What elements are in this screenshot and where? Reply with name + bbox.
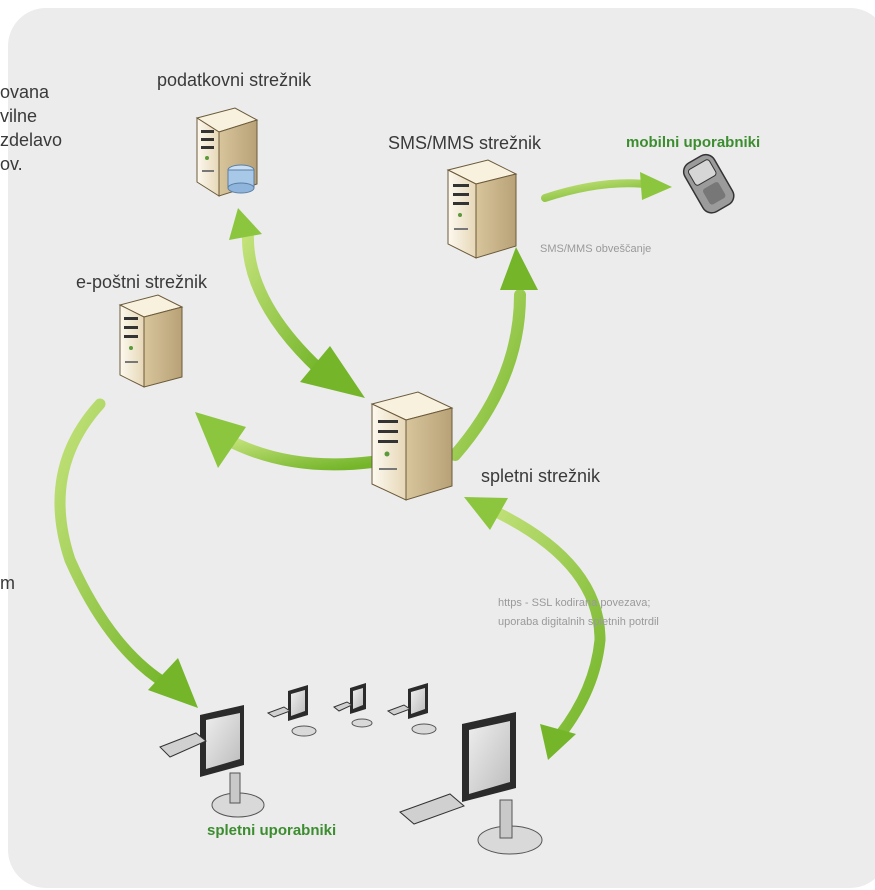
workstation-small-1-icon: [266, 685, 317, 737]
clipped-text-line3: zdelavo: [0, 130, 63, 150]
clipped-text-line5: m: [0, 573, 15, 593]
web-server-label: spletni strežnik: [481, 466, 601, 486]
arrow-sms-mobile: [541, 172, 672, 202]
sms-mms-server-label: SMS/MMS strežnik: [388, 133, 542, 153]
sms-mms-notification-label: SMS/MMS obveščanje: [540, 243, 652, 255]
https-note-line2: uporaba digitalnih spletnih potrdil: [498, 616, 659, 628]
arrow-web-webusers: [464, 497, 606, 760]
email-server-label: e-poštni strežnik: [76, 272, 208, 292]
https-note-line1: https - SSL kodirana povezava;: [498, 597, 651, 609]
clipped-text-line4: ov.: [0, 154, 23, 174]
sms-mms-server-icon: [446, 159, 518, 259]
workstation-small-2-icon: [333, 683, 373, 728]
mobile-phone-icon: [682, 153, 735, 214]
email-server-icon: [118, 294, 184, 388]
clipped-text-line2: vilne: [0, 106, 38, 126]
arrow-web-sms: [449, 247, 538, 461]
workstation-right-icon: [399, 712, 543, 855]
arrow-email-webusers: [54, 398, 198, 708]
arrow-web-email: [195, 412, 378, 471]
database-server-label: podatkovni strežnik: [157, 70, 312, 90]
web-users-label: spletni uporabniki: [207, 822, 337, 839]
workstation-small-3-icon: [386, 683, 437, 735]
web-server-icon: [370, 391, 454, 501]
workstation-left-icon: [159, 705, 265, 818]
mobile-users-label: mobilni uporabniki: [626, 134, 761, 151]
arrow-db-web: [229, 208, 365, 398]
database-server-icon: [195, 107, 259, 197]
clipped-text-line1: ovana: [0, 82, 50, 102]
